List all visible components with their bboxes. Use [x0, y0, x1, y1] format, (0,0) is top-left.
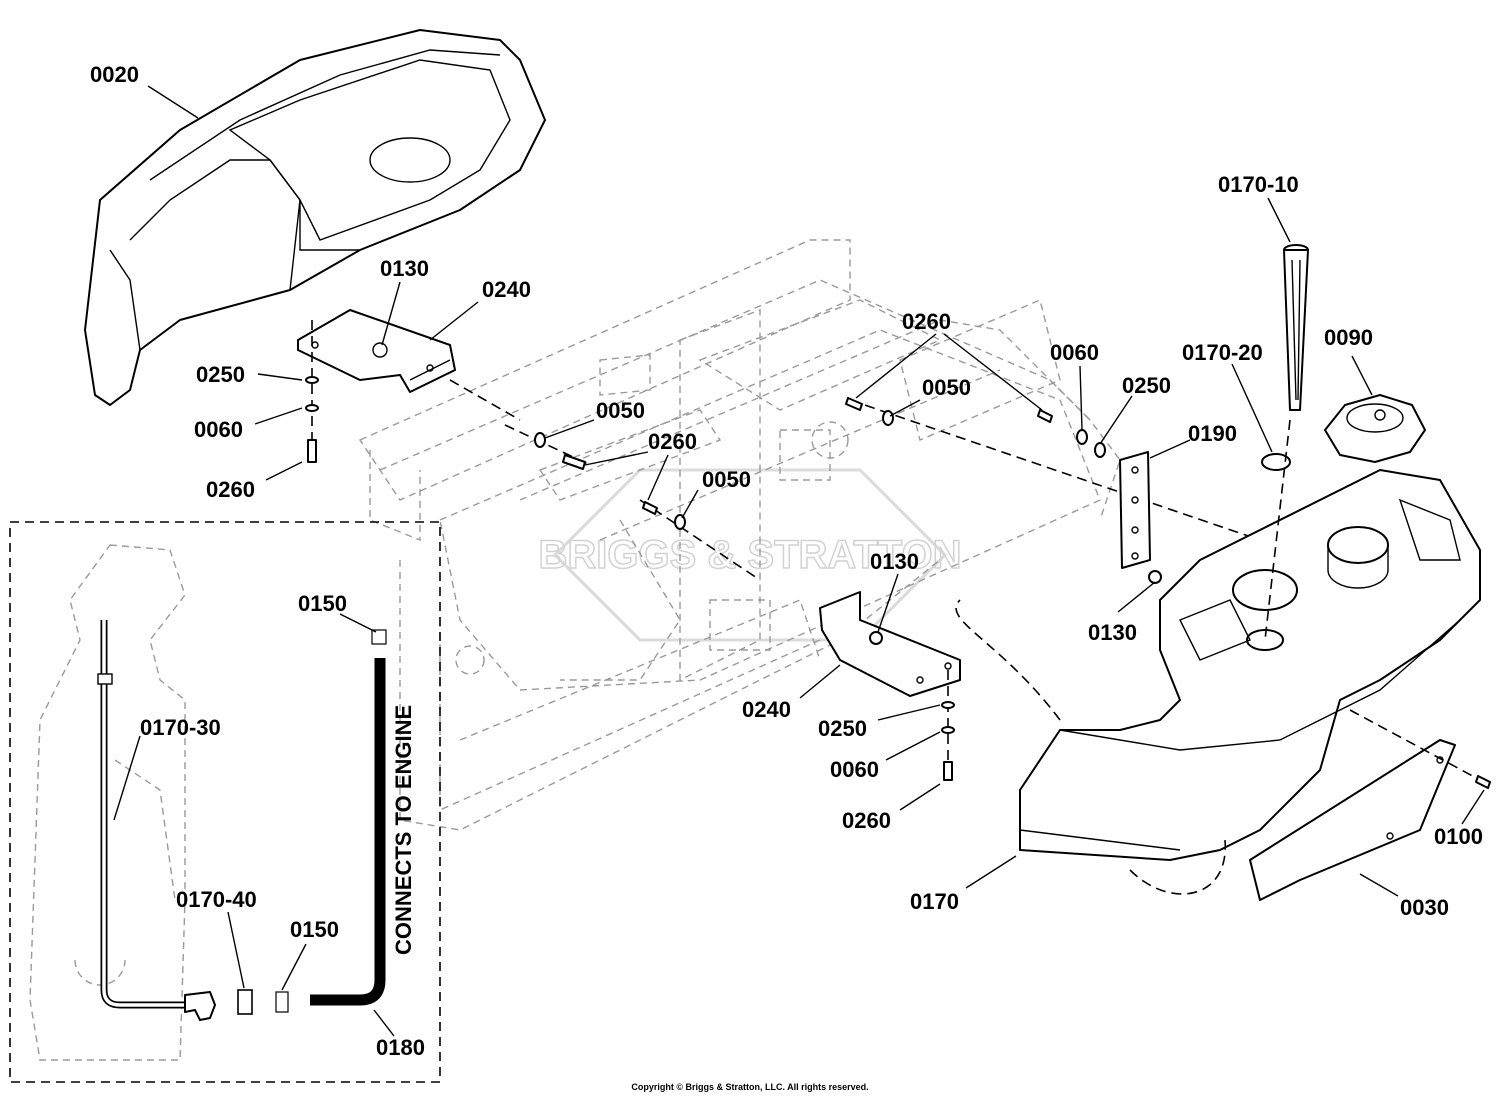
- callout-0050: 0050: [702, 467, 751, 492]
- callout-0170-40: 0170-40: [176, 887, 257, 912]
- part-0190-plate: [1119, 451, 1162, 584]
- callout-0030: 0030: [1400, 895, 1449, 920]
- callout-0170-30: 0170-30: [140, 715, 221, 740]
- guide-line: [955, 599, 1061, 721]
- callout-0060: 0060: [1050, 340, 1099, 365]
- copyright-notice: Copyright © Briggs & Stratton, LLC. All …: [631, 1082, 868, 1092]
- hardware-left-stack: [305, 320, 761, 581]
- callout-0130: 0130: [1088, 620, 1137, 645]
- part-0090-fuel-cap: [1324, 394, 1426, 463]
- callout-0250: 0250: [818, 716, 867, 741]
- part-0240-bracket-lower: [819, 591, 961, 781]
- callout-0130: 0130: [870, 549, 919, 574]
- callout-0090: 0090: [1324, 325, 1373, 350]
- watermark-text: BRIGGS & STRATTON: [539, 533, 962, 577]
- part-0170-fuel-fender: [1019, 469, 1481, 895]
- callout-labels: 0020 0130 0240 0250 0060 0260 0050 0260 …: [90, 62, 1483, 1060]
- connects-to-engine-label: CONNECTS TO ENGINE: [391, 705, 416, 955]
- callout-0260: 0260: [842, 808, 891, 833]
- callout-0250: 0250: [196, 362, 245, 387]
- callout-0150: 0150: [290, 917, 339, 942]
- callout-0060: 0060: [194, 417, 243, 442]
- inset-fuel-line-detail: CONNECTS TO ENGINE: [9, 521, 441, 1083]
- part-0170-10-fuel-gauge: [1261, 244, 1309, 641]
- callout-0100: 0100: [1434, 824, 1483, 849]
- callout-0050: 0050: [596, 398, 645, 423]
- callout-0240: 0240: [482, 277, 531, 302]
- part-0240-bracket-left: [297, 309, 456, 393]
- callout-0240: 0240: [742, 697, 791, 722]
- callout-leaders: [147, 85, 1485, 897]
- callout-0050: 0050: [922, 375, 971, 400]
- callout-0060: 0060: [830, 757, 879, 782]
- callout-0260: 0260: [902, 309, 951, 334]
- callout-0250: 0250: [1122, 373, 1171, 398]
- callout-0170-10: 0170-10: [1218, 172, 1299, 197]
- callout-0150: 0150: [298, 591, 347, 616]
- callout-0260: 0260: [648, 429, 697, 454]
- callout-0190: 0190: [1188, 421, 1237, 446]
- callout-0130: 0130: [380, 256, 429, 281]
- callout-0170: 0170: [910, 889, 959, 914]
- callout-0180: 0180: [376, 1035, 425, 1060]
- callout-0170-20: 0170-20: [1182, 340, 1263, 365]
- part-0020-left-fender: [84, 29, 546, 406]
- watermark-logo: BRIGGS & STRATTON: [538, 468, 962, 642]
- part-0030-panel: [1249, 709, 1491, 901]
- callout-0020: 0020: [90, 62, 139, 87]
- callout-0260: 0260: [206, 477, 255, 502]
